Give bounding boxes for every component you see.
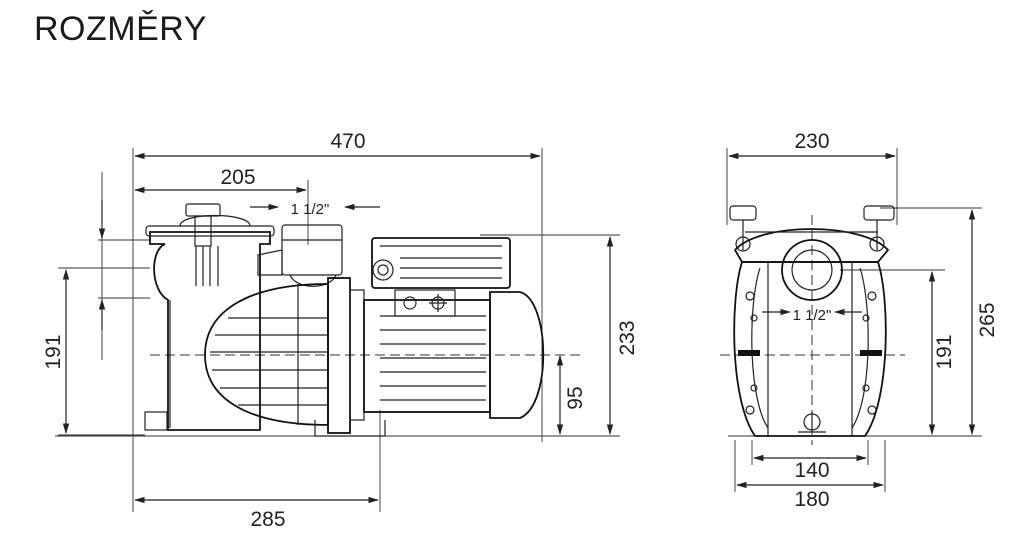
dim-base-outer: 180: [794, 488, 829, 511]
dim-width: 230: [794, 130, 829, 153]
dim-axis-height: 95: [564, 386, 587, 409]
dim-overall-length: 470: [330, 130, 365, 153]
dim-pipe-size-front: 1 1/2": [793, 307, 832, 324]
dim-base-inner: 140: [794, 459, 829, 482]
dim-total-height-side: 233: [616, 320, 639, 355]
dim-height-to-axis-front: 191: [933, 334, 956, 369]
pump-front-drawing: [729, 205, 895, 437]
page-title: ROZMĚRY: [34, 10, 207, 48]
dim-inlet-offset: 205: [220, 166, 255, 189]
side-view: 470 205 1 1/2" 191 233 95 285: [42, 130, 639, 531]
pump-side-drawing: [144, 203, 545, 437]
dim-total-height-front: 265: [976, 302, 999, 337]
front-view: 230 1 1/2" 191 265 140 180: [720, 130, 999, 511]
dim-base-length: 285: [250, 508, 285, 531]
dim-height-to-axis-side: 191: [42, 334, 65, 369]
dim-pipe-size-side: 1 1/2": [291, 201, 330, 218]
